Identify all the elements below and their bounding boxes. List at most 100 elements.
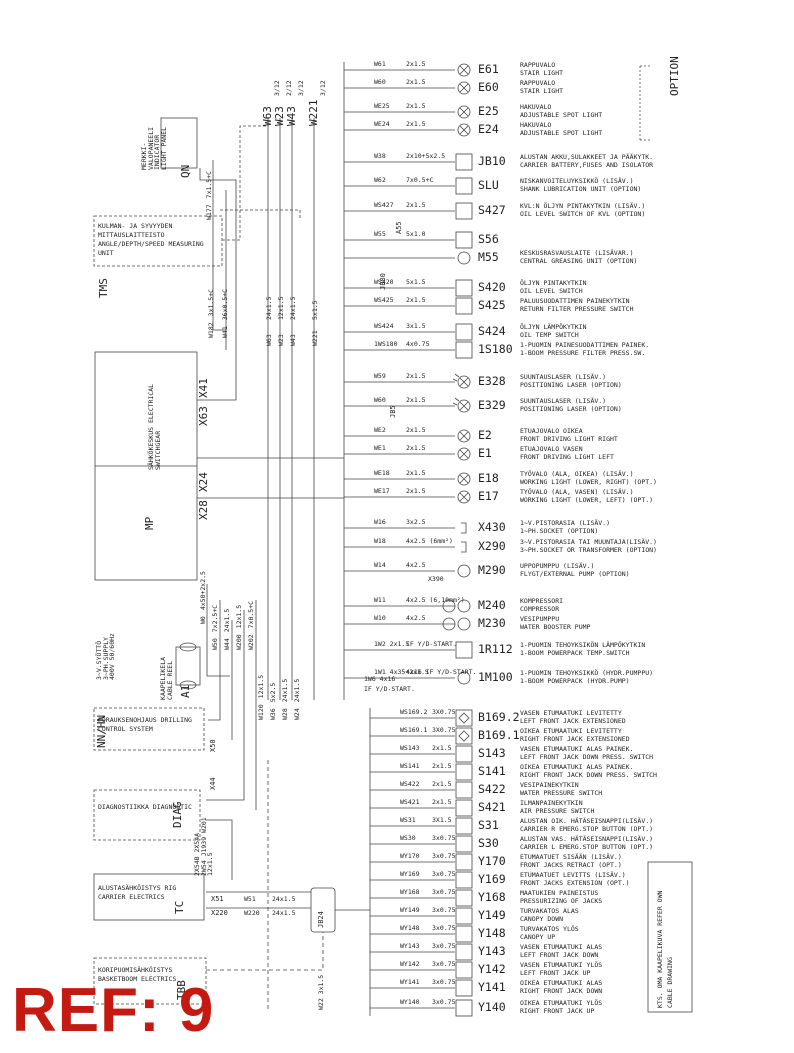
description-en: CANOPY DOWN bbox=[520, 915, 564, 923]
component-id: S422 bbox=[478, 782, 506, 796]
lamp-symbol bbox=[457, 81, 471, 95]
row-wire-spec: 3x0.75 bbox=[432, 870, 456, 878]
row-wire-name: WS425 bbox=[374, 296, 394, 304]
left-cable-name: W28 bbox=[281, 708, 289, 720]
switch-symbol bbox=[455, 231, 473, 249]
description-fi: HAKUVALO bbox=[520, 121, 552, 129]
diamond-symbol bbox=[455, 727, 473, 745]
bus-cable-sheet-text: 3/12 bbox=[319, 80, 327, 96]
description-en: CANOPY UP bbox=[520, 933, 556, 941]
left-cable-name: W44 bbox=[223, 638, 231, 650]
component-id: E328 bbox=[478, 374, 506, 388]
tc-box-text: ALUSTASÄHKÖISTYS RIG CARRIER ELECTRICS bbox=[98, 884, 177, 902]
laser-symbol bbox=[452, 397, 471, 413]
bus-cable-name-lower: W43 bbox=[289, 334, 302, 353]
tbb-box-text: KORIPUOMISÄHKÖISTYS BASKETBOOM ELECTRICS bbox=[98, 966, 177, 984]
press-symbol bbox=[455, 745, 473, 763]
lamp-symbol bbox=[457, 490, 471, 504]
row-wire-name: 1W2 2x1.5 bbox=[374, 640, 410, 648]
left-cable-spec: 5x2.5 bbox=[269, 682, 277, 703]
w51-spec: 24x1.5 bbox=[272, 895, 296, 903]
left-cable-name: W24 bbox=[293, 708, 301, 720]
row-wire-name: W55 bbox=[374, 230, 386, 238]
x220-label: X220 bbox=[211, 909, 228, 917]
box-symbol bbox=[455, 853, 473, 871]
left-cable-name: W200 bbox=[235, 634, 243, 650]
row-wire-name: W61 bbox=[374, 60, 386, 68]
bus-cable-spec-text: 5x1.5 bbox=[311, 300, 319, 320]
left-cable-spec: 24x1.5 bbox=[281, 678, 289, 703]
description-fi: 1~V.PISTORASIA (LISÄV.) bbox=[520, 519, 611, 527]
description-fi: SUUNTAUSLASER (LISÄV.) bbox=[520, 373, 607, 381]
left-cable-label-text: W1823x1.5+C bbox=[207, 288, 215, 338]
description-fi: TURVAKATOS ALAS bbox=[520, 907, 579, 915]
component-id: S30 bbox=[478, 836, 499, 850]
left-cable-spec: 24x1.5 bbox=[223, 608, 231, 633]
left-cable-name: W36 bbox=[269, 708, 277, 720]
component-id: JB10 bbox=[478, 154, 506, 168]
row-wire-spec: 3x0.75 bbox=[432, 942, 456, 950]
row-wire-name: WE18 bbox=[374, 469, 390, 477]
press-symbol bbox=[455, 781, 473, 799]
description-fi: ALUSTAN VAS. HÄTÄSEISNAPPI(LISÄV.) bbox=[520, 835, 654, 843]
x44-label: X44 bbox=[209, 777, 217, 790]
left-cable-label-text: W28 24x1.5 bbox=[281, 678, 289, 720]
left-cable-spec: 12x1.5 bbox=[257, 674, 265, 699]
tms-label: TMS bbox=[97, 278, 110, 298]
row-wire-name: W11 bbox=[374, 596, 386, 604]
row-wire-name: WY140 bbox=[400, 998, 420, 1006]
row-wire-spec: 3X1.5 bbox=[432, 816, 452, 824]
press-symbol bbox=[455, 341, 473, 359]
description-en: STAIR LIGHT bbox=[520, 69, 564, 77]
row-wire-spec: 2x1.5 bbox=[406, 60, 426, 68]
description-en: AIR PRESSURE SWITCH bbox=[520, 807, 595, 815]
laser-symbol bbox=[452, 373, 471, 389]
description-en: FRONT DRIVING LIGHT RIGHT bbox=[520, 435, 618, 443]
row-wire-spec: 2x1.5 bbox=[432, 762, 452, 770]
description-fi: ALUSTAN OIK. HÄTÄSEISNAPPI(LISÄV.) bbox=[520, 817, 654, 825]
description-fi: NISKANVOITELUYKSIKKÖ (LISÄV.) bbox=[520, 177, 634, 185]
left-cable-spec: 3x1.5+C bbox=[207, 288, 215, 317]
component-id: E2 bbox=[478, 428, 492, 442]
description-fi: VASEN ETUMAATUKI ALAS bbox=[520, 943, 603, 951]
description-en: STAIR LIGHT bbox=[520, 87, 564, 95]
row-wire-spec: IF Y/D-START. bbox=[406, 640, 457, 648]
description-fi: TURVAKATOS YLÖS bbox=[520, 925, 579, 933]
description-fi: OIKEA ETUMAATUKI ALAS bbox=[520, 979, 603, 987]
component-id: X290 bbox=[478, 539, 506, 553]
diamond-symbol bbox=[455, 709, 473, 727]
bus-cable-name-lower-text: W221 bbox=[311, 330, 319, 346]
bus-cable-spec: 5x1.5 bbox=[311, 300, 332, 327]
description-fi: VESIPAINEKYTKIN bbox=[520, 781, 579, 789]
row-wire-name: WE17 bbox=[374, 487, 390, 495]
description-en: RIGHT FRONT JACK EXTENSIONED bbox=[520, 735, 630, 743]
tms-box-text: KULMAN- JA SYVYYDEN MITTAUSLAITTEISTO AN… bbox=[98, 222, 204, 258]
row-wire-spec: 3x0.75 bbox=[432, 960, 456, 968]
row-wire-spec: 2x1.5 bbox=[406, 426, 426, 434]
bus-cable-name-lower: W63 bbox=[265, 334, 278, 353]
description-fi: 1-PUOMIN TEHOYKSIKKÖ (HYDR.PUMPPU) bbox=[520, 669, 654, 677]
left-cable-spec: 4x50+2x2.5 bbox=[199, 571, 207, 611]
left-cable-label-text: W2027x0.5+C bbox=[247, 601, 255, 650]
component-id: Y143 bbox=[478, 944, 506, 958]
row-wire-spec: 4x2.5 (6mm²) bbox=[406, 537, 453, 545]
description-fi: KVL:N ÖLJYN PINTAKYTKIN (LISÄV.) bbox=[520, 202, 646, 210]
description-fi: RAPPUVALO bbox=[520, 79, 556, 87]
description-en: WORKING LIGHT (LOWER, RIGHT) (OPT.) bbox=[520, 478, 657, 486]
row-wire-spec: 5x1.5 bbox=[406, 278, 426, 286]
row-wire-name: WS141 bbox=[400, 762, 420, 770]
cable-drawing-note: KTS. OMA KAAPELIKUVA REFER OWN CABLE DRA… bbox=[656, 890, 674, 1008]
component-id: 1M100 bbox=[478, 670, 513, 684]
row-wire-spec: 2x1.5 bbox=[406, 78, 426, 86]
description-en: RIGHT FRONT JACK DOWN PRESS. SWITCH bbox=[520, 771, 657, 779]
description-fi: VASEN ETUMAATUKI LEVITETTY bbox=[520, 709, 622, 717]
supply-label: 3~V.SYÖTTÖ 3~PH.SUPPLY 400V 50/60Hz bbox=[95, 633, 116, 680]
row-wire-name: WY148 bbox=[400, 924, 420, 932]
qn-description: MERKKI- VALOPANEELI INDICATOR LIGHT PANE… bbox=[140, 126, 168, 170]
description-fi: HAKUVALO bbox=[520, 103, 552, 111]
box-symbol bbox=[455, 999, 473, 1017]
description-en: LEFT FRONT JACK DOWN bbox=[520, 951, 599, 959]
component-id: E61 bbox=[478, 62, 499, 76]
component-id: M55 bbox=[478, 250, 499, 264]
component-id: S420 bbox=[478, 280, 506, 294]
